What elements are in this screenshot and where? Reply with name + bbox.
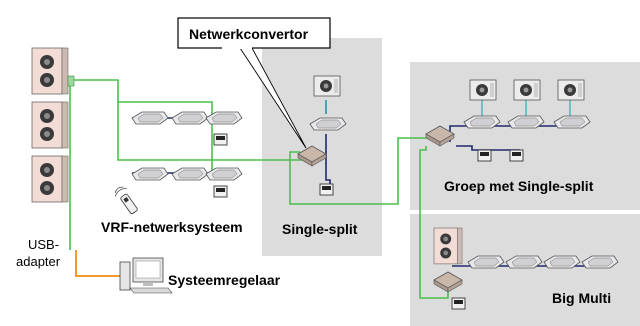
netwerkconvertor-callout [177,17,331,149]
remote-controller-icon [213,133,228,146]
outdoor-unit-icon [31,155,69,203]
outdoor-unit-icon [513,79,541,101]
netwerkconvertor-label: Netwerkconvertor [189,26,309,42]
computer-icon [119,257,173,294]
indoor-cassette-icon [131,167,169,181]
outdoor-unit-icon [313,75,341,97]
indoor-cassette-icon [131,111,169,125]
groep-met-single-split-label: Groep met Single-split [444,178,594,194]
usb-adapter-label-line1: USB- [28,237,59,252]
big-multi-label: Big Multi [552,290,611,306]
teal-connections [325,100,571,116]
single-split-label: Single-split [282,221,358,237]
vrf-netwerksysteem-label: VRF-netwerksysteem [101,219,243,235]
remote-controller-icon [213,185,228,198]
single-split-panel [262,38,382,256]
remote-controller-icon [319,183,334,196]
outdoor-unit-icon [469,79,497,101]
remote-controller-icon [509,149,524,162]
outdoor-unit-icon [433,227,463,265]
vrf-outdoor-units [31,47,75,203]
indoor-cassette-icon [171,111,209,125]
outdoor-unit-icon [557,79,585,101]
usb-cable [75,250,124,277]
vrf-indoor-units [131,111,243,198]
systeemregelaar-label: Systeemregelaar [168,272,281,288]
wireless-remote-icon [114,186,138,214]
remote-controller-icon [451,297,466,310]
outdoor-unit-icon [31,101,69,149]
indoor-cassette-icon [171,167,209,181]
usb-adapter-label-line2: adapter [16,254,61,269]
outdoor-unit-icon [31,47,69,95]
remote-controller-icon [477,149,492,162]
